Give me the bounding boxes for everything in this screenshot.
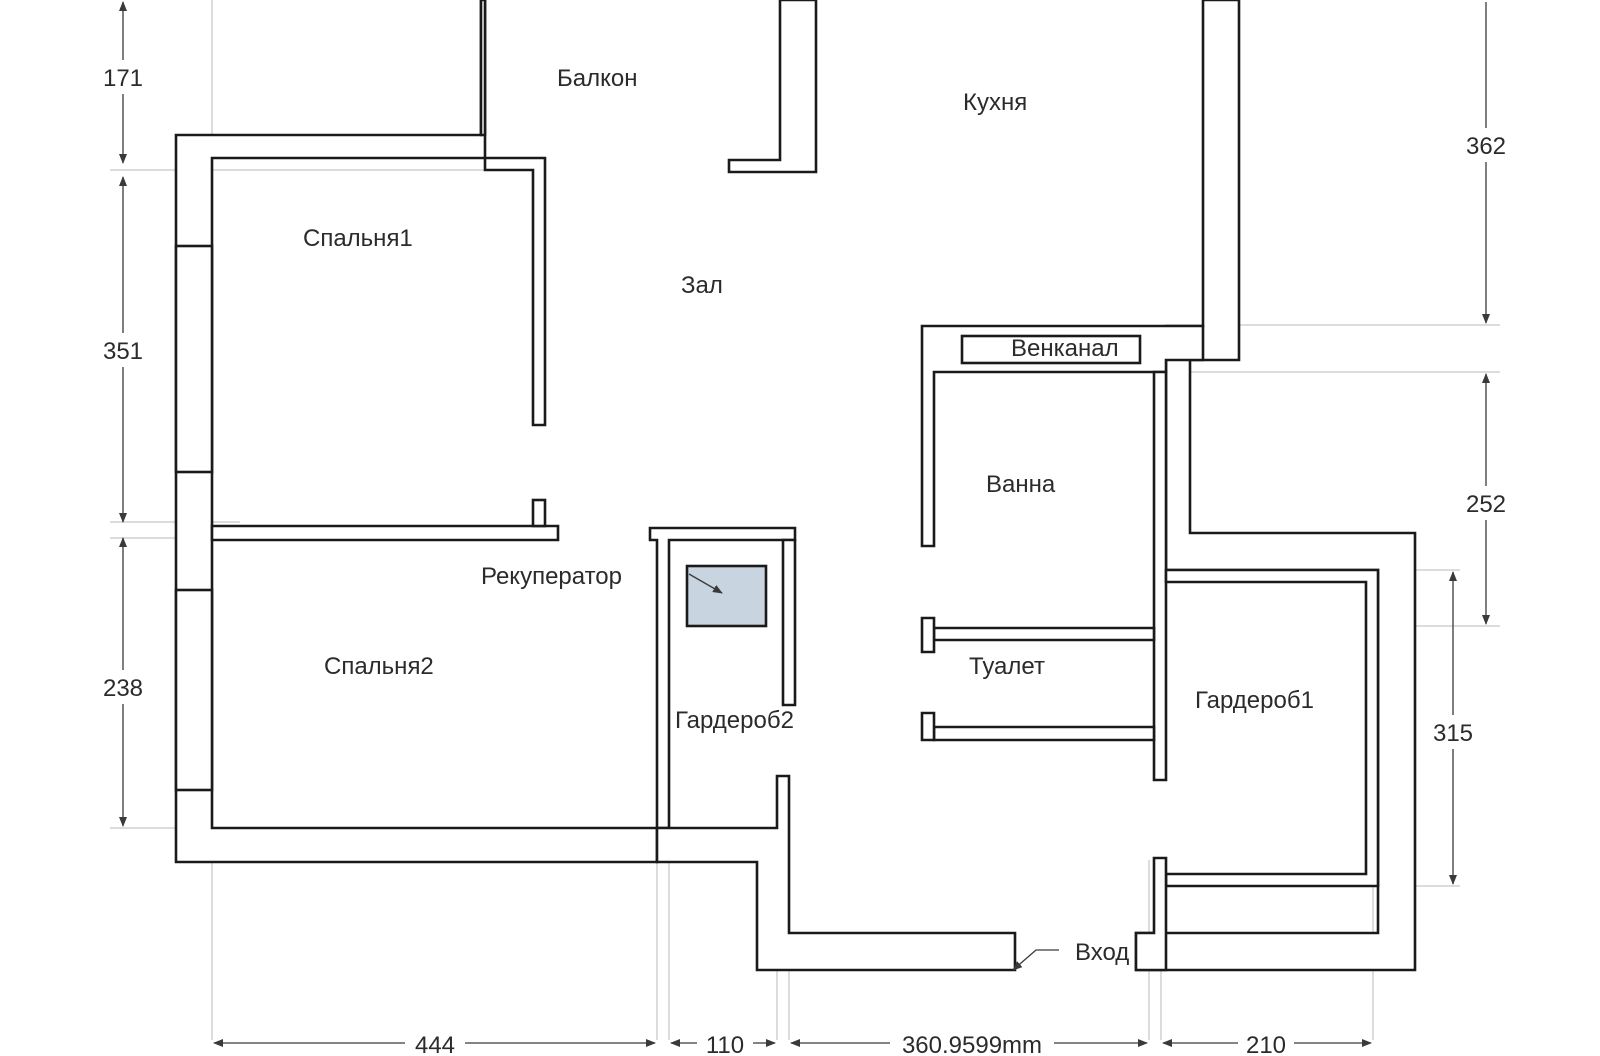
label-entrance: Вход	[1075, 939, 1129, 966]
recuperator-leader	[688, 573, 723, 594]
dim-right-top: 362	[1466, 133, 1506, 160]
room-labels: Балкон Кухня Спальня1 Зал Венканал Ванна…	[303, 65, 1314, 966]
label-bath: Ванна	[986, 471, 1056, 498]
label-balcony: Балкон	[557, 65, 637, 92]
dim-bottom-4: 210	[1246, 1032, 1286, 1056]
vent-box	[960, 334, 1142, 365]
dimension-labels: 171 351 238 362 252 315 444 110 360.9599…	[103, 65, 1506, 1056]
label-bedroom2: Спальня2	[324, 653, 434, 680]
entrance-leader	[1012, 949, 1059, 971]
recuperator-unit	[685, 564, 768, 628]
dim-left-top: 171	[103, 65, 143, 92]
dim-bottom-2: 110	[706, 1032, 744, 1056]
dim-left-mid: 351	[103, 338, 143, 365]
label-kitchen: Кухня	[963, 89, 1027, 116]
label-wardrobe2: Гардероб2	[675, 707, 794, 734]
label-wardrobe1: Гардероб1	[1195, 687, 1314, 714]
label-toilet: Туалет	[969, 653, 1045, 680]
dim-right-mid: 252	[1466, 491, 1506, 518]
walls	[174, 0, 1417, 972]
dim-left-bottom: 238	[103, 675, 143, 702]
label-recuperator: Рекуператор	[481, 563, 622, 590]
dim-right-inner: 315	[1433, 720, 1473, 747]
label-hall: Зал	[681, 272, 723, 299]
dim-bottom-1: 444	[415, 1032, 455, 1056]
label-vent: Венканал	[1011, 335, 1119, 362]
dim-bottom-3: 360.9599mm	[902, 1032, 1042, 1056]
label-bedroom1: Спальня1	[303, 225, 413, 252]
